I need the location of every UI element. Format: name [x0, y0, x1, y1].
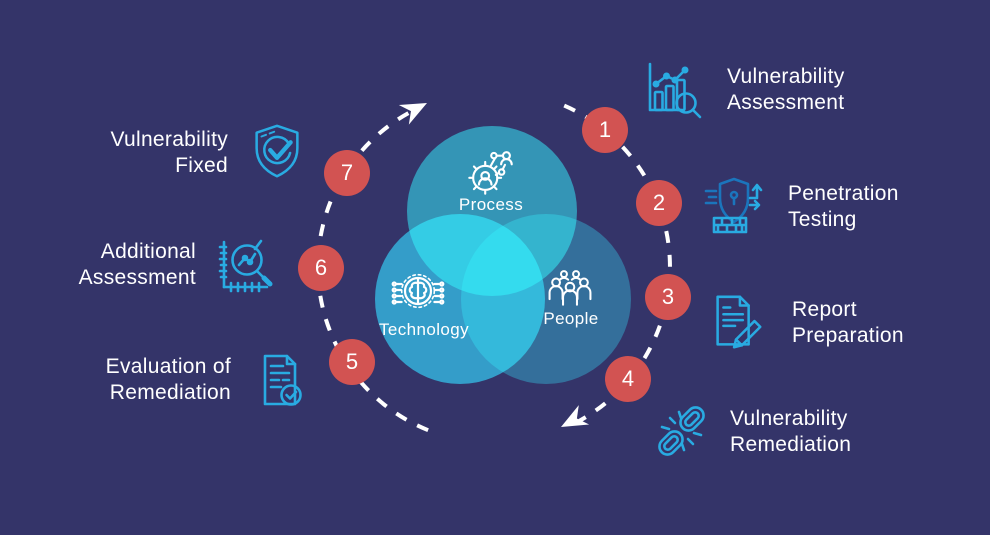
step-label-line1: Vulnerability	[727, 65, 845, 88]
step-label-line1: Additional	[100, 240, 196, 263]
step-label: Vulnerability Remediation	[730, 406, 851, 458]
step-additional-assessment: Additional Assessment	[79, 230, 280, 300]
step-badge-1: 1	[582, 107, 628, 153]
step-badge-2: 2	[636, 180, 682, 226]
gear-person-network-icon	[464, 146, 518, 200]
step-label-line1: Report	[792, 298, 857, 321]
step-label: Vulnerability Fixed	[110, 127, 228, 179]
step-evaluation-of-remediation: Evaluation of Remediation	[106, 345, 315, 415]
step-badge-4: 4	[605, 356, 651, 402]
step-label-line1: Evaluation of	[105, 355, 231, 378]
step-label: Vulnerability Assessment	[727, 64, 845, 116]
bar-chart-magnifier-icon	[637, 55, 707, 125]
step-badge-6: 6	[298, 245, 344, 291]
step-vulnerability-fixed: Vulnerability Fixed	[110, 118, 312, 188]
brain-chip-icon	[390, 263, 446, 319]
step-badge-3: 3	[645, 274, 691, 320]
step-label-line2: Fixed	[175, 154, 228, 177]
venn-label-technology: Technology	[378, 320, 470, 339]
step-badge-5: 5	[329, 339, 375, 385]
venn-label-people: People	[543, 309, 599, 328]
step-label-line1: Vulnerability	[110, 128, 228, 151]
shield-check-icon	[242, 118, 312, 188]
step-label: Evaluation of Remediation	[106, 354, 231, 406]
step-label-line1: Penetration	[788, 182, 899, 205]
step-badge-7: 7	[324, 150, 370, 196]
step-label: Additional Assessment	[79, 239, 196, 291]
step-label-line2: Remediation	[109, 381, 231, 404]
venn-circle-people	[461, 214, 631, 384]
step-vulnerability-assessment: Vulnerability Assessment	[637, 55, 845, 125]
document-check-icon	[245, 345, 315, 415]
step-label: Penetration Testing	[788, 181, 899, 233]
broken-chain-icon	[647, 397, 717, 467]
step-label-line2: Assessment	[727, 91, 845, 114]
dart-arrow-bottom-icon	[561, 405, 590, 427]
venn-label-process: Process	[458, 195, 524, 214]
step-report-preparation: Report Preparation	[702, 288, 904, 358]
step-penetration-testing: Penetration Testing	[698, 172, 899, 242]
step-label-line2: Preparation	[792, 324, 904, 347]
people-group-icon	[544, 262, 596, 314]
step-vulnerability-remediation: Vulnerability Remediation	[647, 397, 851, 467]
step-label-line1: Vulnerability	[730, 407, 848, 430]
magnifier-chart-icon	[210, 230, 280, 300]
document-pencil-icon	[702, 288, 772, 358]
dart-arrow-top-icon	[398, 103, 427, 125]
step-label-line2: Assessment	[78, 266, 196, 289]
shield-firewall-icon	[698, 172, 768, 242]
step-label: Report Preparation	[792, 297, 904, 349]
step-label-line2: Remediation	[730, 433, 852, 456]
step-label-line2: Testing	[788, 208, 857, 231]
